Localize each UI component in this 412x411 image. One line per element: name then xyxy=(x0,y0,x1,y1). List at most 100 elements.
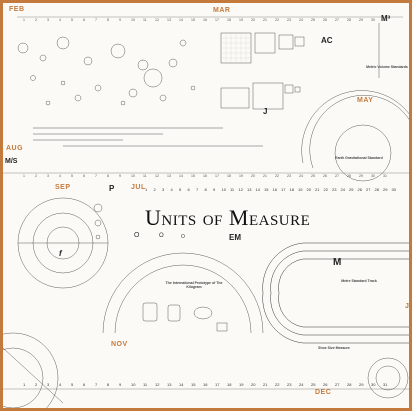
unit-j: J xyxy=(263,107,268,116)
jul-number-5: 5 xyxy=(179,187,182,192)
bottom-number-19: 19 xyxy=(239,382,244,387)
month-sep: SEP xyxy=(55,184,71,191)
bottom-number-26: 26 xyxy=(323,382,328,387)
aug-number-6: 6 xyxy=(83,174,85,178)
jul-number-20: 20 xyxy=(306,187,311,192)
month-jul: JUL xyxy=(131,184,146,191)
top-number-22: 22 xyxy=(275,18,279,22)
kilogram-shapes xyxy=(142,302,228,332)
jul-number-9: 9 xyxy=(213,187,216,192)
bottom-number-2: 2 xyxy=(35,382,38,387)
top-number-10: 10 xyxy=(131,18,135,22)
top-number-25: 25 xyxy=(311,18,315,22)
aug-number-22: 22 xyxy=(275,174,279,178)
top-number-30: 30 xyxy=(371,18,375,22)
feb-circles xyxy=(17,36,196,106)
aug-number-30: 30 xyxy=(371,174,375,178)
jul-number-1: 1 xyxy=(145,187,148,192)
bottom-number-9: 9 xyxy=(119,382,122,387)
bottom-number-28: 28 xyxy=(347,382,352,387)
sundial-arc xyxy=(102,252,264,334)
mar-boxes xyxy=(220,32,305,110)
jul-number-14: 14 xyxy=(255,187,260,192)
bottom-number-1: 1 xyxy=(23,382,26,387)
bottom-number-17: 17 xyxy=(215,382,220,387)
aug-number-24: 24 xyxy=(299,174,303,178)
top-number-15: 15 xyxy=(191,18,195,22)
bottom-number-4: 4 xyxy=(59,382,62,387)
month-mar: MAR xyxy=(213,7,231,14)
jul-number-8: 8 xyxy=(204,187,207,192)
aug-number-15: 15 xyxy=(191,174,195,178)
sep-dial xyxy=(17,197,109,289)
top-number-19: 19 xyxy=(239,18,243,22)
jul-number-22: 22 xyxy=(323,187,328,192)
clock-label: Earth Gravitational Standard xyxy=(335,156,383,160)
aug-number-25: 25 xyxy=(311,174,315,178)
top-number-16: 16 xyxy=(203,18,207,22)
bottom-number-5: 5 xyxy=(71,382,74,387)
volume-label: Metric Volume Standards xyxy=(366,65,408,69)
bottom-number-7: 7 xyxy=(95,382,98,387)
bottom-number-22: 22 xyxy=(275,382,280,387)
aug-number-11: 11 xyxy=(143,174,147,178)
aug-number-5: 5 xyxy=(71,174,73,178)
jul-number-11: 11 xyxy=(230,187,235,192)
top-number-7: 7 xyxy=(95,18,97,22)
aug-number-27: 27 xyxy=(335,174,339,178)
may-clock xyxy=(301,90,409,182)
aug-number-2: 2 xyxy=(35,174,37,178)
aug-number-17: 17 xyxy=(215,174,219,178)
bottom-number-18: 18 xyxy=(227,382,232,387)
left-small-circles xyxy=(93,203,103,240)
aug-number-10: 10 xyxy=(131,174,135,178)
mar-grid xyxy=(221,33,251,63)
month-may: MAY xyxy=(357,97,374,104)
top-number-18: 18 xyxy=(227,18,231,22)
page-title: Units of Measure xyxy=(145,205,311,230)
jul-number-29: 29 xyxy=(383,187,388,192)
unit-m-s: M/S xyxy=(5,158,18,165)
top-number-28: 28 xyxy=(347,18,351,22)
top-number-21: 21 xyxy=(263,18,267,22)
top-number-1: 1 xyxy=(23,18,25,22)
aug-number-31: 31 xyxy=(383,174,387,178)
top-number-12: 12 xyxy=(155,18,159,22)
jul-number-27: 27 xyxy=(366,187,371,192)
aug-bars xyxy=(33,127,263,147)
top-number-4: 4 xyxy=(59,18,61,22)
jul-number-26: 26 xyxy=(357,187,362,192)
aug-number-23: 23 xyxy=(287,174,291,178)
jul-number-16: 16 xyxy=(272,187,277,192)
top-number-9: 9 xyxy=(119,18,121,22)
jul-number-13: 13 xyxy=(247,187,252,192)
bottom-number-24: 24 xyxy=(299,382,304,387)
unit-em: EM xyxy=(229,233,241,242)
top-number-31: 31 xyxy=(383,18,387,22)
bottom-number-20: 20 xyxy=(251,382,256,387)
top-number-13: 13 xyxy=(167,18,171,22)
bottom-number-29: 29 xyxy=(359,382,364,387)
jul-number-30: 30 xyxy=(391,187,396,192)
top-number-3: 3 xyxy=(47,18,49,22)
bottom-number-11: 11 xyxy=(143,382,148,387)
top-number-26: 26 xyxy=(323,18,327,22)
bottom-left-globe xyxy=(3,332,64,408)
top-number-8: 8 xyxy=(107,18,109,22)
sundial-label: The International Prototype of The Kilog… xyxy=(165,281,223,289)
unit-m-cubed: M³ xyxy=(381,14,391,23)
jul-number-28: 28 xyxy=(374,187,379,192)
top-number-27: 27 xyxy=(335,18,339,22)
jul-number-21: 21 xyxy=(315,187,320,192)
jul-number-17: 17 xyxy=(281,187,286,192)
top-number-17: 17 xyxy=(215,18,219,22)
jul-number-19: 19 xyxy=(298,187,303,192)
top-number-20: 20 xyxy=(251,18,255,22)
top-number-29: 29 xyxy=(359,18,363,22)
unit-o-1: O xyxy=(134,232,140,239)
aug-number-12: 12 xyxy=(155,174,159,178)
aug-number-1: 1 xyxy=(23,174,25,178)
aug-number-7: 7 xyxy=(95,174,97,178)
aug-number-19: 19 xyxy=(239,174,243,178)
